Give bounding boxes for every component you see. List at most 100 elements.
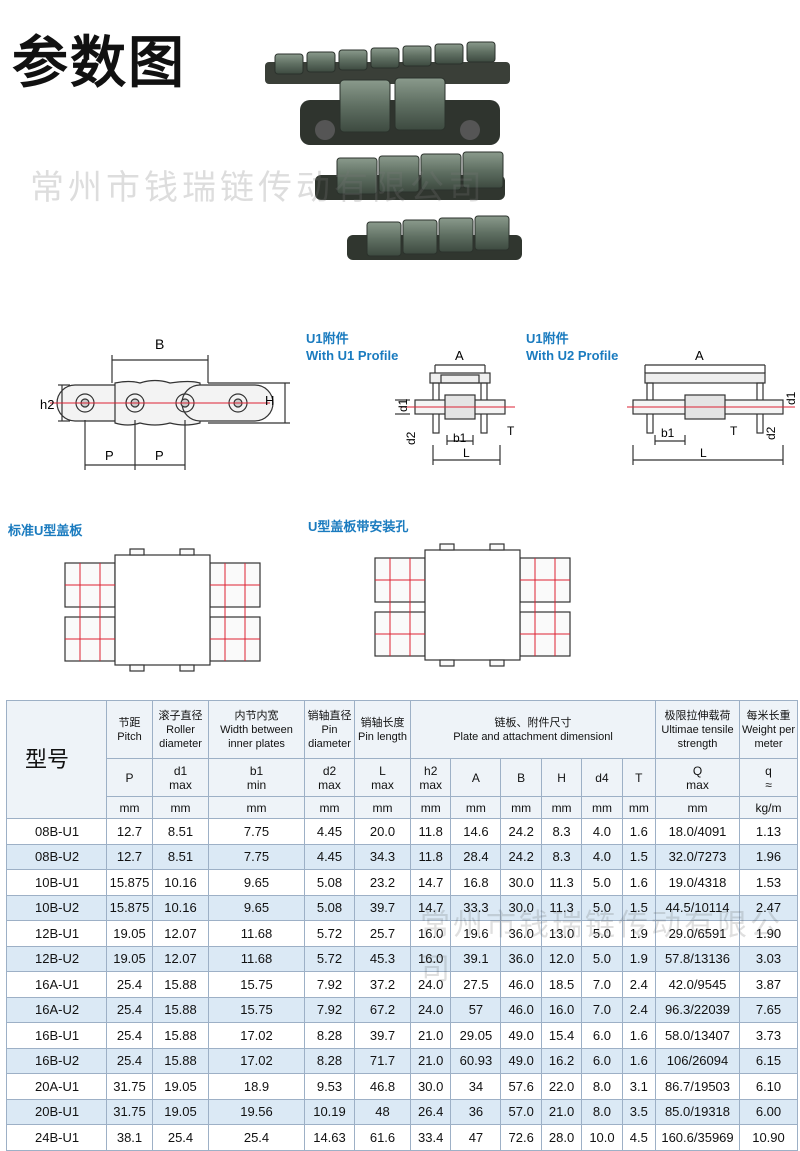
table-cell: 25.4 xyxy=(208,1124,305,1151)
table-cell: 8.0 xyxy=(581,1073,623,1100)
table-cell: 13.0 xyxy=(540,920,583,947)
col-unit-8: mm xyxy=(540,796,583,819)
table-cell: 11.68 xyxy=(208,920,305,947)
col-unit-4: mm xyxy=(354,796,411,819)
table-cell: 3.87 xyxy=(739,971,798,998)
table-cell: 19.05 xyxy=(152,1098,209,1125)
table-cell: 9.65 xyxy=(208,894,305,921)
u2-label-cn: U1附件 xyxy=(526,331,569,346)
table-cell: 10.0 xyxy=(581,1124,623,1151)
table-cell: 46.8 xyxy=(354,1073,411,1100)
col-symbol-10: T xyxy=(621,758,657,797)
chain-image-1 xyxy=(265,41,510,84)
table-cell: 15.875 xyxy=(106,894,153,921)
table-cell: 25.4 xyxy=(106,996,153,1023)
u1-cross-section-diagram: A d1 d2 b1 T L xyxy=(395,348,515,465)
table-cell: 15.88 xyxy=(152,1022,209,1049)
col-unit-7: mm xyxy=(500,796,542,819)
col-symbol-8: H xyxy=(540,758,583,797)
table-cell: 29.0/6591 xyxy=(655,920,740,947)
table-cell: 8.3 xyxy=(540,818,583,845)
table-cell: 5.72 xyxy=(304,920,355,947)
model-cell: 10B-U1 xyxy=(6,869,107,896)
table-cell: 2.47 xyxy=(739,894,798,921)
table-cell: 10.90 xyxy=(739,1124,798,1151)
page-title: 参数图 xyxy=(12,31,186,96)
table-cell: 39.7 xyxy=(354,1022,411,1049)
table-cell: 19.0/4318 xyxy=(655,869,740,896)
col-unit-0: mm xyxy=(106,796,153,819)
table-cell: 29.05 xyxy=(450,1022,502,1049)
table-cell: 7.75 xyxy=(208,843,305,870)
table-cell: 60.93 xyxy=(450,1047,502,1074)
u2-dim-d2: d2 xyxy=(764,426,778,440)
table-cell: 6.10 xyxy=(739,1073,798,1100)
table-cell: 30.0 xyxy=(500,869,542,896)
table-cell: 57.0 xyxy=(500,1098,542,1125)
u2-dim-A: A xyxy=(695,348,704,363)
col-symbol-0: P xyxy=(106,758,153,797)
table-cell: 4.45 xyxy=(304,843,355,870)
model-cell: 12B-U1 xyxy=(6,920,107,947)
table-cell: 39.7 xyxy=(354,894,411,921)
table-cell: 5.0 xyxy=(581,894,623,921)
model-cell: 16A-U2 xyxy=(6,996,107,1023)
table-cell: 6.0 xyxy=(581,1047,623,1074)
u1-dim-A: A xyxy=(455,348,464,363)
table-cell: 1.5 xyxy=(621,894,657,921)
u2-label-en: With U2 Profile xyxy=(526,348,619,363)
u1-dim-d1: d1 xyxy=(396,398,410,412)
table-cell: 28.4 xyxy=(450,843,502,870)
table-cell: 1.6 xyxy=(621,1022,657,1049)
table-cell: 3.5 xyxy=(621,1098,657,1125)
table-cell: 15.875 xyxy=(106,869,153,896)
table-cell: 24.2 xyxy=(500,818,542,845)
table-cell: 3.03 xyxy=(739,945,798,972)
table-cell: 11.3 xyxy=(540,869,583,896)
table-cell: 17.02 xyxy=(208,1022,305,1049)
col-symbol-9: d4 xyxy=(581,758,623,797)
table-cell: 8.0 xyxy=(581,1098,623,1125)
table-cell: 6.00 xyxy=(739,1098,798,1125)
table-cell: 1.90 xyxy=(739,920,798,947)
table-cell: 12.07 xyxy=(152,920,209,947)
table-cell: 7.92 xyxy=(304,996,355,1023)
table-cell: 15.88 xyxy=(152,996,209,1023)
u1-dim-L: L xyxy=(463,446,470,460)
table-cell: 45.3 xyxy=(354,945,411,972)
table-cell: 6.15 xyxy=(739,1047,798,1074)
table-cell: 34 xyxy=(450,1073,502,1100)
table-cell: 10.16 xyxy=(152,894,209,921)
model-cell: 16A-U1 xyxy=(6,971,107,998)
table-cell: 32.0/7273 xyxy=(655,843,740,870)
u1-profile-label: U1附件 With U1 Profile xyxy=(306,330,398,364)
table-cell: 4.0 xyxy=(581,818,623,845)
table-cell: 8.51 xyxy=(152,818,209,845)
u2-profile-label: U1附件 With U2 Profile xyxy=(526,330,618,364)
table-cell: 7.65 xyxy=(739,996,798,1023)
table-cell: 34.3 xyxy=(354,843,411,870)
u1-dim-b1: b1 xyxy=(453,431,467,445)
table-cell: 21.0 xyxy=(409,1047,452,1074)
model-cell: 16B-U2 xyxy=(6,1047,107,1074)
table-cell: 4.45 xyxy=(304,818,355,845)
table-cell: 5.0 xyxy=(581,869,623,896)
table-cell: 48 xyxy=(354,1098,411,1125)
table-cell: 46.0 xyxy=(500,996,542,1023)
table-cell: 9.65 xyxy=(208,869,305,896)
watermark: 常州市钱瑞链传动有限公司 xyxy=(30,168,486,208)
table-cell: 15.4 xyxy=(540,1022,583,1049)
